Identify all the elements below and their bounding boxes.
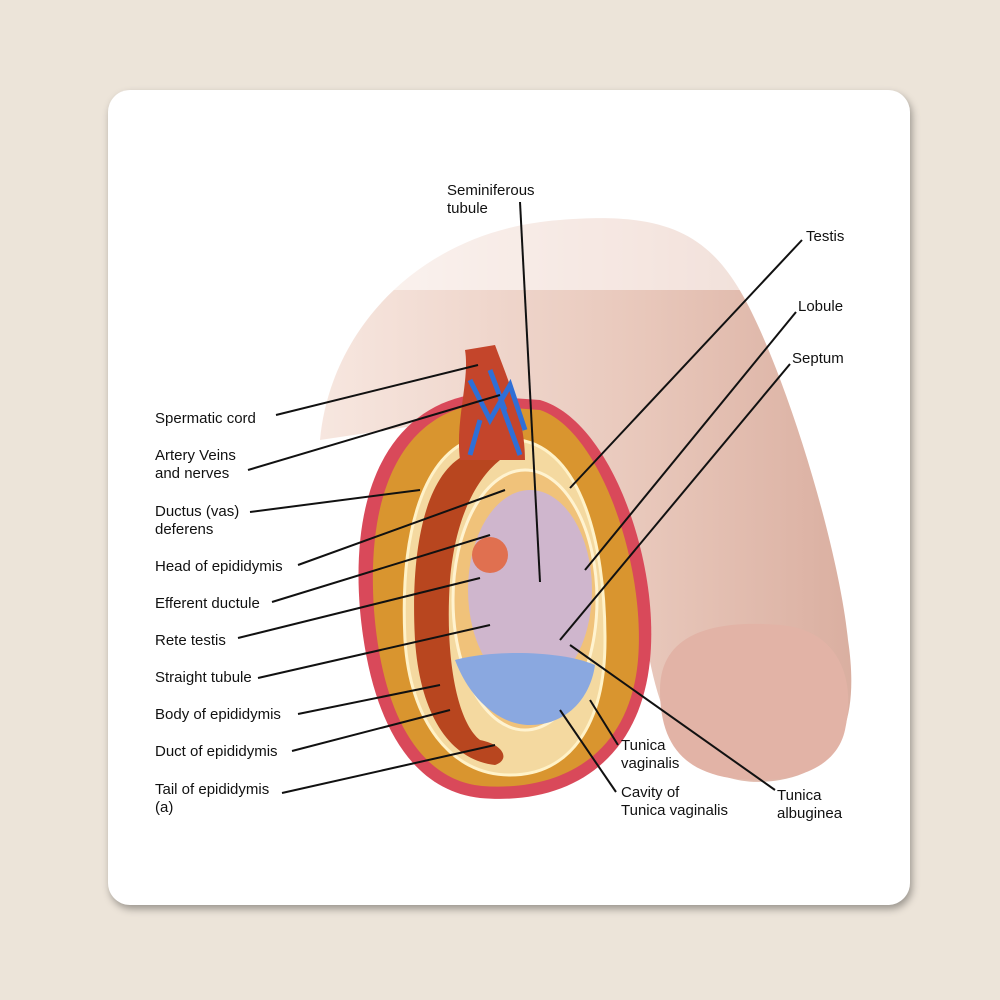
leader-lobule <box>584 311 797 571</box>
cavity-of-tunica-vaginalis <box>455 653 595 725</box>
leader-rete <box>237 577 481 639</box>
leader-albuginea <box>569 644 776 791</box>
leader-testis <box>569 239 803 489</box>
leader-septum <box>559 363 791 641</box>
label-testis: Testis <box>806 228 845 245</box>
vessels <box>467 369 528 456</box>
leader-cavity <box>559 709 617 793</box>
leader-efferent <box>271 534 491 603</box>
leader-ductus <box>249 489 421 513</box>
label-efferent-ductule: Efferent ductule <box>155 595 260 612</box>
label-line: Artery Veins <box>155 447 236 464</box>
leader-artery <box>247 394 501 471</box>
label-line: deferens <box>155 521 214 538</box>
label-line: vaginalis <box>621 755 680 772</box>
label-tail-of-epididymis: Tail of epididymis(a) <box>155 781 269 817</box>
label-line: tubule <box>447 200 488 217</box>
label-head-of-epididymis: Head of epididymis <box>155 558 283 575</box>
label-line: Tail of epididymis <box>155 781 270 798</box>
label-body-of-epididymis: Body of epididymis <box>155 706 281 723</box>
label-spermatic-cord: Spermatic cord <box>155 410 256 427</box>
label-line: albuginea <box>777 805 843 822</box>
leader-tunica-vaginalis <box>589 699 619 746</box>
leader-spermatic-cord <box>275 364 479 416</box>
leader-head <box>297 489 506 566</box>
label-duct-of-epididymis: Duct of epididymis <box>155 743 278 760</box>
label-line: Tunica <box>621 737 666 754</box>
leader-body <box>297 684 441 715</box>
label-line: and nerves <box>155 465 230 482</box>
rete-testis <box>472 537 508 573</box>
epididymis <box>414 455 504 765</box>
label-line: Seminiferous <box>447 182 535 199</box>
leader-straight <box>257 624 491 679</box>
label-septum: Septum <box>792 350 844 367</box>
label-line: Tunica <box>777 787 822 804</box>
leader-duct <box>291 709 451 752</box>
label-straight-tubule: Straight tubule <box>155 669 252 686</box>
label-line: Ductus (vas) <box>155 503 240 520</box>
leader-seminiferous <box>519 201 541 583</box>
label-lobule: Lobule <box>798 298 844 315</box>
label-rete-testis: Rete testis <box>155 632 226 649</box>
leader-tail <box>281 744 496 794</box>
label-line: (a) <box>155 799 174 816</box>
label-line: Tunica vaginalis <box>621 802 728 819</box>
label-line: Cavity of <box>621 784 680 801</box>
label-ductus-deferens: Ductus (vas)deferens <box>155 503 239 539</box>
